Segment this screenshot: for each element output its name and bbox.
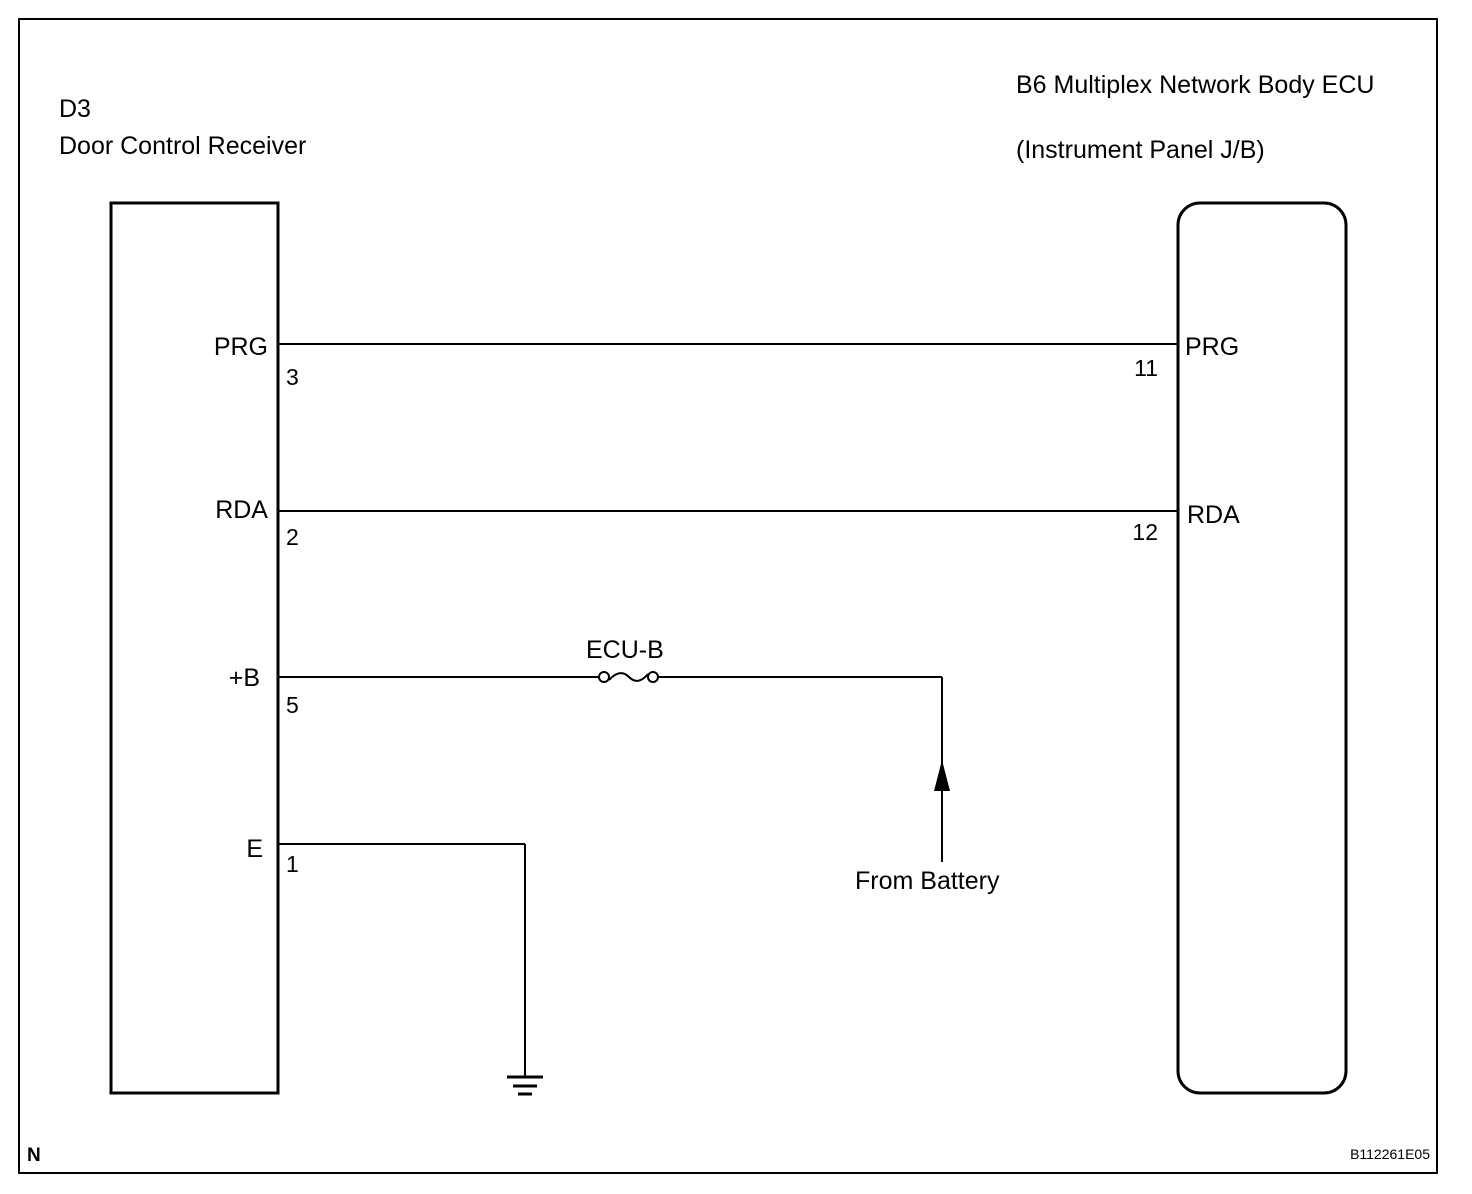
footer-left-mark: N <box>27 1145 41 1166</box>
left-pin-label-plus-b: +B <box>228 664 260 692</box>
power-wire <box>278 676 943 862</box>
fuse-symbol <box>598 671 659 683</box>
ground-icon <box>507 1075 543 1096</box>
door-control-receiver-box <box>109 201 280 1095</box>
left-pin-number-5: 5 <box>286 692 299 718</box>
left-pin-label-e: E <box>246 835 263 863</box>
battery-arrow <box>934 760 950 791</box>
right-component-name: B6 Multiplex Network Body ECU <box>1016 71 1375 99</box>
left-pin-number-2: 2 <box>286 524 299 550</box>
right-pin-label-prg: PRG <box>1185 333 1240 361</box>
right-pin-number-11: 11 <box>1134 355 1158 381</box>
left-pin-label-rda: RDA <box>215 496 268 524</box>
left-pin-number-3: 3 <box>286 364 299 390</box>
figure-id: B112261E05 <box>1350 1146 1430 1162</box>
left-pin-label-prg: PRG <box>213 333 268 361</box>
ground-wire <box>278 843 526 1076</box>
right-pin-label-rda: RDA <box>1187 501 1240 529</box>
left-pin-number-1: 1 <box>286 851 299 877</box>
diagram-frame <box>18 18 1438 1174</box>
body-ecu-box <box>1176 201 1348 1095</box>
battery-label: From Battery <box>855 867 1000 895</box>
fuse-label: ECU-B <box>586 636 664 664</box>
right-component-location: (Instrument Panel J/B) <box>1016 136 1265 164</box>
left-component-code: D3 <box>59 95 91 123</box>
right-pin-number-12: 12 <box>1132 519 1158 545</box>
left-component-name: Door Control Receiver <box>59 132 307 160</box>
